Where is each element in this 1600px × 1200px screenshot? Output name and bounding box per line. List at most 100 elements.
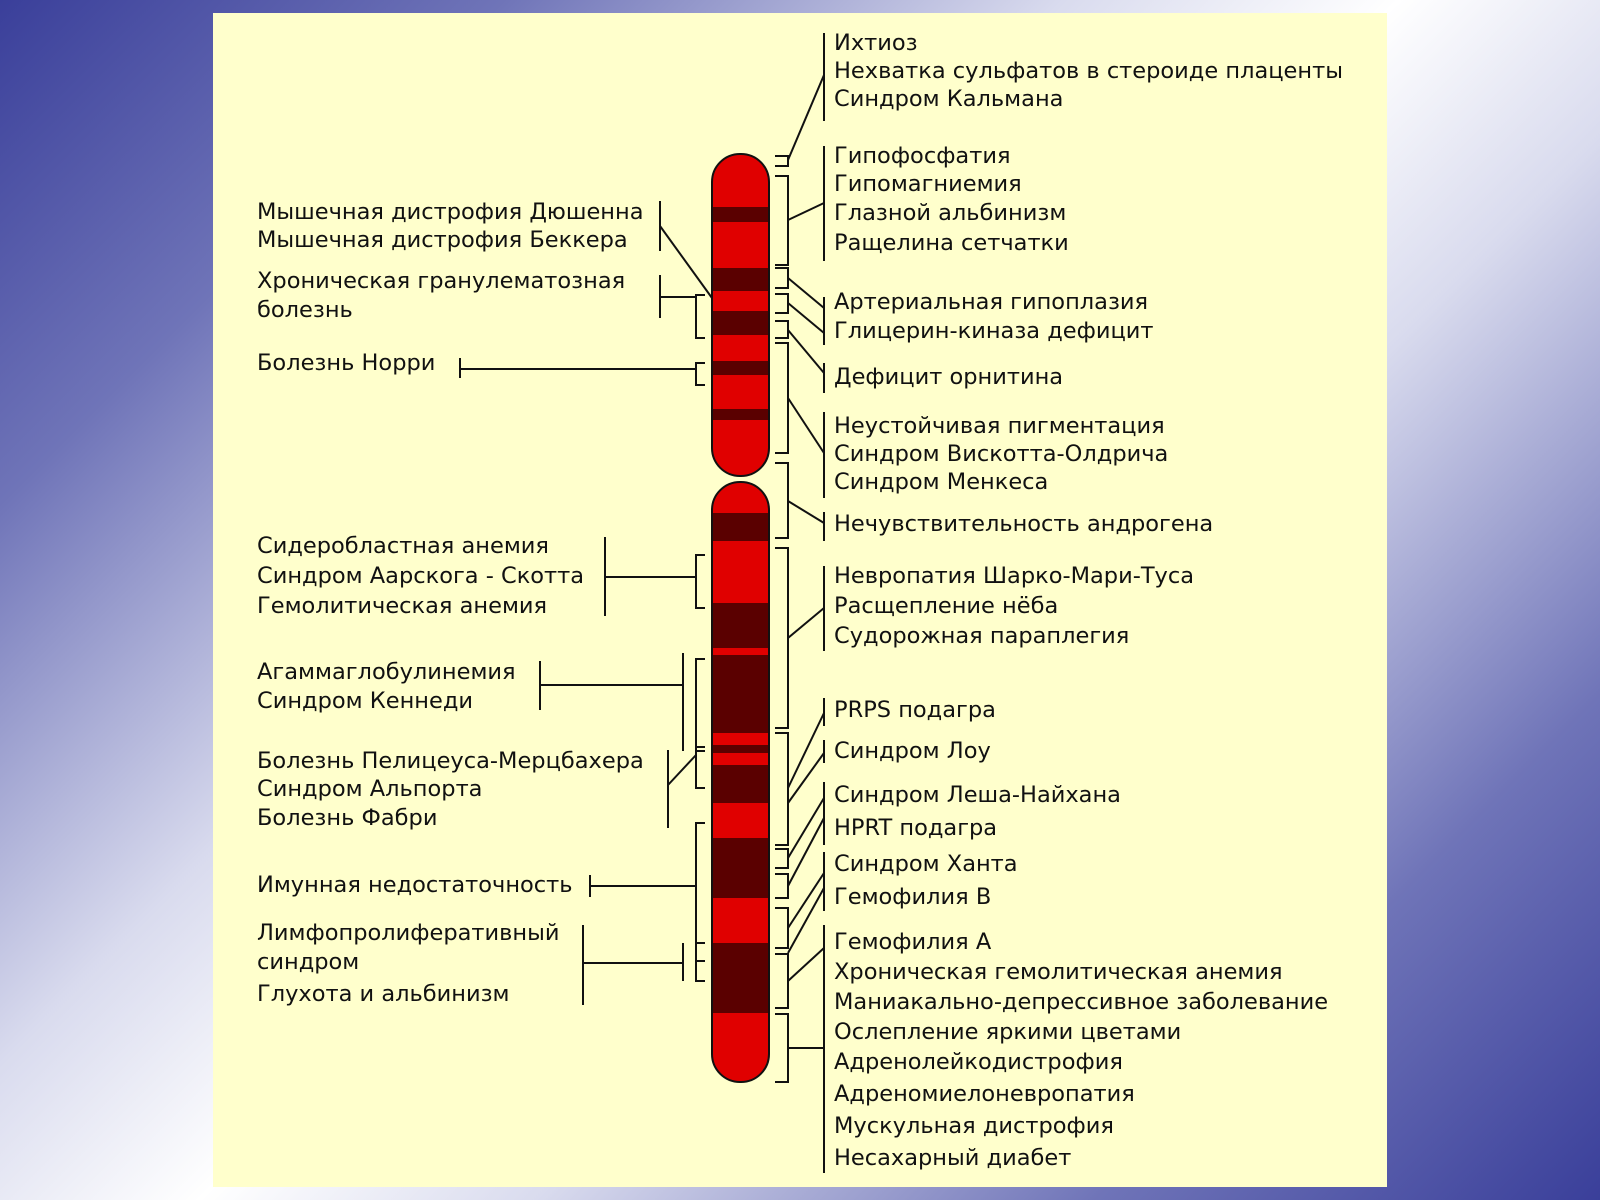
right-label: Ослепление яркими цветами [834, 1019, 1182, 1045]
right-label: Адренолейкодистрофия [834, 1049, 1123, 1075]
right-label: Глазной альбинизм [834, 200, 1067, 226]
right-bracket [775, 175, 789, 266]
gene-connector-lines [459, 33, 825, 1173]
right-label: Синдром Лоу [834, 738, 991, 764]
connector-line [787, 712, 825, 789]
right-label: Гипомагниемия [834, 171, 1022, 197]
left-bracket [695, 294, 705, 339]
left-label: Мышечная дистрофия Дюшенна [257, 199, 644, 225]
left-bracket [695, 658, 705, 752]
right-label: Несахарный диабет [834, 1145, 1072, 1171]
chromosome-band-light [712, 1013, 769, 1082]
right-label: Артериальная гипоплазия [834, 289, 1149, 315]
connector-line [659, 225, 713, 299]
left-label: болезнь [257, 297, 353, 323]
left-bracket [695, 554, 705, 609]
chromosome-band-light [712, 154, 769, 207]
left-label: Хроническая гранулематозная [257, 268, 626, 294]
right-label: Гипофосфатия [834, 143, 1011, 169]
right-bracket [775, 547, 789, 729]
left-label: Болезнь Норри [257, 350, 436, 376]
chromosome-band-light [712, 482, 769, 513]
right-label: Синдром Леша-Найхана [834, 782, 1121, 808]
chromosome-band-light [712, 375, 769, 409]
right-label: Глицерин-киназа дефицит [834, 318, 1154, 344]
right-bracket [775, 848, 789, 869]
connector-line [787, 277, 825, 309]
right-label: Гемофилия А [834, 929, 992, 955]
x-chromosome-diagram [459, 33, 825, 1173]
right-bracket [775, 293, 789, 314]
left-bracket [695, 942, 705, 982]
right-label: Неустойчивая пигментация [834, 413, 1165, 439]
right-label: Маниакально-депрессивное заболевание [834, 989, 1329, 1015]
connector-line [787, 397, 825, 454]
left-label: синдром [257, 949, 360, 975]
chromosome-band-light [712, 222, 769, 268]
chromosome-band-light [712, 753, 769, 765]
chromosome-band-dark [712, 207, 769, 222]
right-label: Нечувствительность андрогена [834, 511, 1214, 537]
chromosome-long-arm-outline [711, 481, 770, 1083]
right-label: Расщепление нёба [834, 593, 1059, 619]
chromosome-band-dark [712, 655, 769, 733]
karyotype-panel: Ихтиоз Нехватка сульфатов в стероиде пла… [213, 13, 1387, 1187]
right-label: Дефицит орнитина [834, 364, 1064, 390]
right-bracket [775, 873, 789, 899]
chromosome-band-dark [712, 513, 769, 541]
connector-line [787, 500, 825, 524]
right-bracket [775, 462, 789, 539]
chromosome-band-dark [712, 943, 769, 1013]
chromosome-short-arm [712, 154, 769, 476]
left-bracket [695, 746, 705, 789]
left-label: Болезнь Фабри [257, 805, 438, 831]
connector-line [667, 754, 697, 786]
chromosome-band-dark [712, 311, 769, 335]
chromosome-band-dark [712, 765, 769, 803]
connector-line [787, 329, 825, 374]
right-bracket [775, 342, 789, 454]
right-bracket [775, 155, 789, 167]
right-label: Нехватка сульфатов в стероиде плаценты [834, 58, 1343, 84]
connector-line [787, 607, 825, 639]
connector-line [787, 74, 825, 161]
right-label: Синдром Менкеса [834, 469, 1049, 495]
left-label: Синдром Аарскога - Скотта [257, 563, 585, 589]
chromosome-band-light [712, 291, 769, 311]
chromosome-band-light [712, 541, 769, 603]
chromosome-band-light [712, 335, 769, 361]
right-bracket [775, 907, 789, 949]
chromosome-band-dark [712, 603, 769, 648]
chromosome-band-light [712, 648, 769, 655]
right-label: Судорожная параплегия [834, 623, 1130, 649]
connector-line [787, 302, 825, 334]
chromosome-band-dark [712, 361, 769, 375]
chromosome-band-dark [712, 268, 769, 291]
left-bracket [695, 822, 705, 962]
right-bracket [775, 1013, 789, 1083]
right-label: Ращелина сетчатки [834, 230, 1069, 256]
right-label: Хроническая гемолитическая анемия [834, 959, 1283, 985]
chromosome-band-light [712, 803, 769, 838]
right-bracket [775, 732, 789, 846]
right-label: PRPS подагра [834, 697, 996, 723]
connector-line [787, 947, 825, 982]
right-label: Ихтиоз [834, 30, 918, 56]
right-bracket [775, 267, 789, 289]
chromosome-band-light [712, 898, 769, 943]
right-label: Адреномиелоневропатия [834, 1081, 1135, 1107]
right-label: Синдром Кальмана [834, 86, 1064, 112]
left-label: Имунная недостаточность [257, 872, 573, 898]
right-label: Невропатия Шарко-Мари-Туса [834, 563, 1195, 589]
right-label: Синдром Ханта [834, 851, 1018, 877]
right-label: Синдром Вискотта-Олдрича [834, 441, 1169, 467]
right-label: Мускульная дистрофия [834, 1113, 1114, 1139]
connector-line [787, 887, 825, 954]
left-label: Синдром Альпорта [257, 776, 483, 802]
left-bracket [695, 362, 705, 386]
left-label: Мышечная дистрофия Беккера [257, 227, 628, 253]
right-bracket [775, 320, 789, 339]
chromosome-band-light [712, 733, 769, 745]
left-label: Гемолитическая анемия [257, 593, 548, 619]
left-label: Синдром Кеннеди [257, 688, 474, 714]
